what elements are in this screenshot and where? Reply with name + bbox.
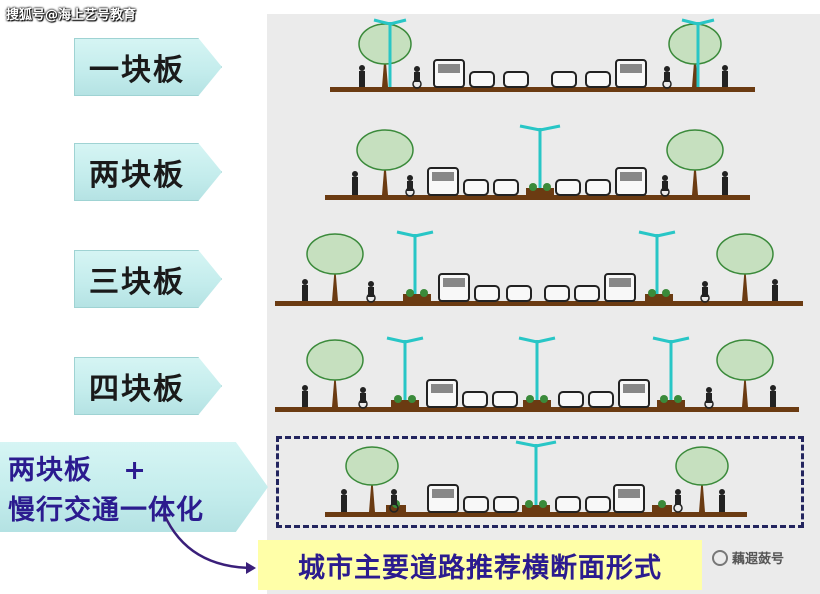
median-shrubs-icon — [403, 289, 431, 302]
car-icon — [462, 391, 488, 408]
road-section-double — [325, 124, 750, 200]
tree-icon — [675, 446, 729, 512]
cyclist-icon — [660, 175, 670, 197]
pedestrian-icon — [772, 279, 778, 301]
tree-icon — [306, 339, 364, 407]
label-combined: 两块板 + 慢行交通一体化 — [0, 442, 268, 532]
label-double-board: 两块板 — [74, 143, 222, 201]
pedestrian-icon — [352, 171, 358, 195]
tree-icon — [345, 446, 399, 512]
cyclist-icon — [358, 387, 368, 409]
bus-icon — [618, 379, 650, 408]
car-icon — [551, 71, 577, 88]
car-icon — [503, 71, 529, 88]
median-shrubs-icon — [391, 395, 419, 408]
road-section-single — [330, 18, 755, 92]
median-shrubs-icon — [657, 395, 685, 408]
label-quad-board: 四块板 — [74, 357, 222, 415]
tree-icon — [358, 23, 412, 87]
car-icon — [506, 285, 532, 302]
pedestrian-icon — [722, 171, 728, 195]
cyclist-icon — [412, 66, 422, 89]
pedestrian-icon — [722, 65, 728, 87]
tree-icon — [356, 129, 414, 195]
wechat-icon — [712, 549, 728, 566]
car-icon — [588, 391, 614, 408]
car-icon — [574, 285, 600, 302]
cyclist-icon — [704, 387, 714, 409]
tree-icon — [666, 129, 724, 195]
median-shrubs-icon — [652, 500, 672, 513]
cyclist-icon — [700, 281, 710, 303]
pedestrian-icon — [302, 279, 308, 301]
car-icon — [463, 496, 489, 513]
car-icon — [544, 285, 570, 302]
cyclist-icon — [405, 175, 415, 197]
street-lamp-icon — [515, 440, 557, 509]
bus-icon — [427, 167, 459, 196]
bus-icon — [604, 273, 636, 302]
median-shrubs-icon — [526, 183, 554, 196]
road-section-triple — [275, 230, 803, 306]
median-shrubs-icon — [523, 395, 551, 408]
highlight-dashed-box — [276, 436, 804, 528]
street-lamp-icon — [518, 336, 556, 404]
pedestrian-icon — [719, 489, 725, 512]
label-single-board: 一块板 — [74, 38, 222, 96]
car-icon — [585, 179, 611, 196]
bus-icon — [438, 273, 470, 302]
car-icon — [555, 496, 581, 513]
bus-icon — [615, 167, 647, 196]
car-icon — [558, 391, 584, 408]
tree-icon — [716, 233, 774, 301]
bus-icon — [615, 59, 647, 88]
median-shrubs-icon — [645, 289, 673, 302]
car-icon — [463, 179, 489, 196]
car-icon — [492, 391, 518, 408]
street-lamp-icon — [652, 336, 690, 404]
cyclist-icon — [366, 281, 376, 303]
street-lamp-icon — [638, 230, 676, 298]
tree-icon — [716, 339, 774, 407]
car-icon — [469, 71, 495, 88]
car-icon — [493, 496, 519, 513]
cyclist-icon — [389, 489, 399, 513]
cyclist-icon — [673, 489, 683, 513]
car-icon — [555, 179, 581, 196]
bus-icon — [433, 59, 465, 88]
car-icon — [474, 285, 500, 302]
street-lamp-icon — [681, 18, 715, 87]
car-icon — [585, 496, 611, 513]
label-triple-board: 三块板 — [74, 250, 222, 308]
road-section-quad — [275, 336, 799, 412]
street-lamp-icon — [373, 18, 407, 87]
pedestrian-icon — [341, 489, 347, 512]
cyclist-icon — [662, 66, 672, 89]
watermark-bottom-text: 藕遐蔹号 — [732, 552, 785, 567]
combined-label-line2: 慢行交通一体化 — [8, 495, 204, 526]
pedestrian-icon — [302, 385, 308, 407]
road-section-combined — [325, 440, 747, 517]
bus-icon — [427, 484, 459, 513]
pedestrian-icon — [770, 385, 776, 407]
pedestrian-icon — [359, 65, 365, 87]
bus-icon — [613, 484, 645, 513]
tree-icon — [668, 23, 722, 87]
median-shrubs-icon — [522, 500, 550, 513]
combined-label-line1: 两块板 + — [8, 455, 147, 486]
watermark-top: 搜狐号@海上艺号教育 — [6, 8, 137, 23]
tree-icon — [306, 233, 364, 301]
pointer-arrow-icon — [162, 513, 256, 574]
car-icon — [493, 179, 519, 196]
caption-box: 城市主要道路推荐横断面形式 — [258, 540, 702, 590]
street-lamp-icon — [386, 336, 424, 404]
street-lamp-icon — [396, 230, 434, 298]
car-icon — [585, 71, 611, 88]
watermark-bottom: 藕遐蔹号 — [712, 548, 784, 567]
street-lamp-icon — [519, 124, 561, 192]
bus-icon — [426, 379, 458, 408]
